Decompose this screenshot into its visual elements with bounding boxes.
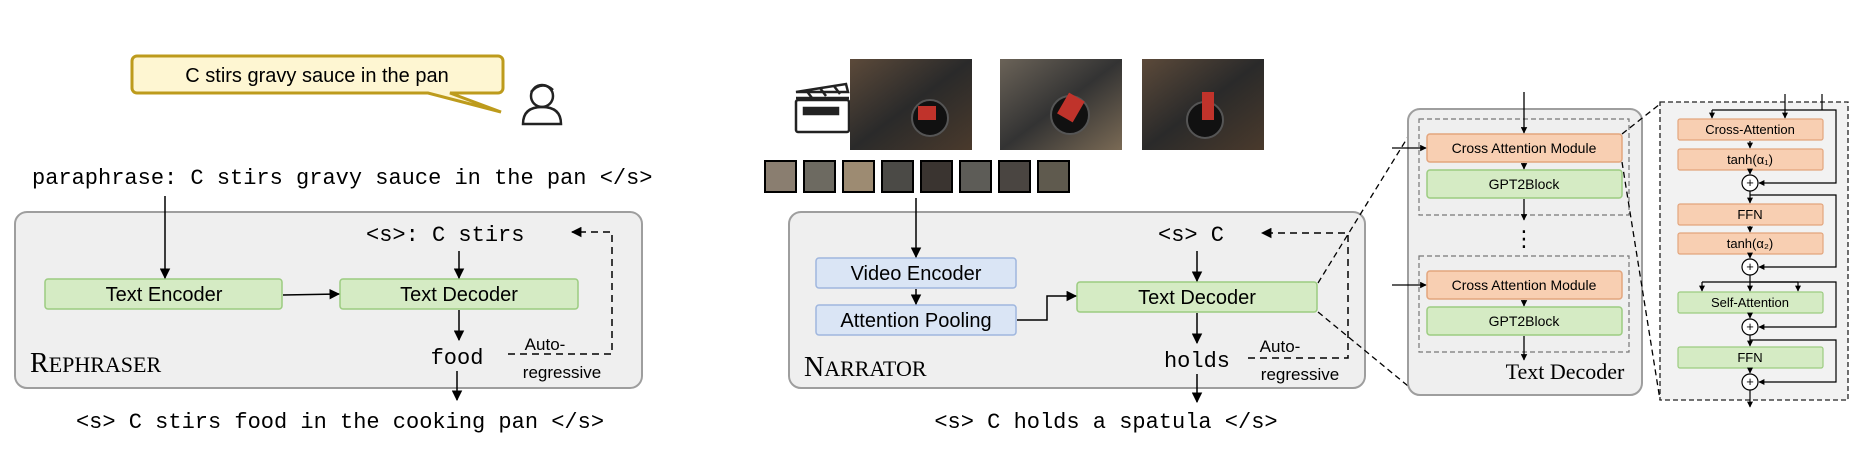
ffn-block-label: FFN (1737, 350, 1762, 365)
gated-cross-attention-label: Cross-Attention (1705, 122, 1795, 137)
frame-thumbnail (764, 160, 797, 193)
gpt2block-bottom (1426, 306, 1623, 336)
rephraser-title: REPHRASER (30, 348, 161, 379)
frame-thumbnail (803, 160, 836, 193)
frame-thumbnail (959, 160, 992, 193)
narrator-title: NARRATOR (804, 352, 927, 383)
frame-thumbnail (1037, 160, 1070, 193)
narrator-title-rest: ARRATOR (824, 356, 927, 381)
cross-attention-module-bottom (1426, 270, 1623, 300)
text-decoder-caption: Text Decoder (1506, 359, 1625, 384)
rephraser-decoder-input: <s>: C stirs (366, 223, 524, 248)
cross-attention-module-top-label: Cross Attention Module (1452, 140, 1597, 156)
gpt2block-top (1426, 169, 1623, 199)
zoom-lines-cross-attention (1621, 103, 1661, 401)
add-symbol: + (1746, 175, 1754, 190)
rephraser-input: paraphrase: C stirs gravy sauce in the p… (32, 166, 653, 191)
tanh-alpha1-label: tanh(α₁) (1727, 152, 1773, 167)
person-icon (521, 83, 563, 126)
gated-ffn-label: FFN (1737, 207, 1762, 222)
narrator-autoregressive-line2: regressive (1261, 365, 1339, 384)
add-symbol: + (1746, 374, 1754, 389)
self-attention-label: Self-Attention (1711, 295, 1789, 310)
narrator-token: holds (1164, 349, 1230, 374)
cross-attention-module-top (1426, 133, 1623, 163)
zoom-lines-decoder (1317, 118, 1420, 396)
rephraser-token: food (431, 346, 484, 371)
video-encoder-label: Video Encoder (851, 263, 982, 285)
rephraser-autoregressive-line1: Auto- (525, 335, 566, 354)
add-symbol: + (1746, 319, 1754, 334)
gpt2block-top-label: GPT2Block (1489, 176, 1561, 192)
gated-ffn (1677, 203, 1824, 226)
speech-bubble: C stirs gravy sauce in the pan (130, 54, 505, 114)
frame-thumbnail (842, 160, 875, 193)
tanh-alpha2-label: tanh(α₂) (1727, 236, 1774, 251)
narrator-output: <s> C holds a spatula </s> (934, 410, 1277, 435)
text-decoder-detail-arrows (1392, 92, 1528, 361)
rephraser-title-rest: EPHRASER (49, 352, 162, 377)
gated-block-arrows (1699, 94, 1837, 408)
rephraser-arrows (159, 196, 613, 402)
narrator-text-decoder-label: Text Decoder (1138, 287, 1256, 309)
sum-nodes (1741, 174, 1759, 391)
narrator-decoder-input: <s> C (1158, 223, 1224, 248)
gpt2block-bottom-label: GPT2Block (1489, 313, 1561, 329)
rephraser-title-initial: R (30, 348, 49, 379)
rephraser-text-encoder-label: Text Encoder (106, 284, 223, 306)
speech-text: C stirs gravy sauce in the pan (185, 65, 448, 87)
frame-thumbnail (998, 160, 1031, 193)
narrator-title-initial: N (804, 352, 824, 383)
narrator-autoregressive-line1: Auto- (1260, 337, 1301, 356)
narrator-arrows (910, 198, 1349, 404)
speech-bubble-shape (130, 54, 505, 114)
rephraser-autoregressive-line2: regressive (523, 363, 601, 382)
keyframe-1 (850, 59, 972, 150)
frame-thumbnail (881, 160, 914, 193)
decoder-layers-ellipsis: ⋮ (1513, 226, 1535, 251)
rephraser-text-decoder-label: Text Decoder (400, 284, 518, 306)
cross-attention-module-bottom-label: Cross Attention Module (1452, 277, 1597, 293)
attention-pooling-label: Attention Pooling (840, 310, 991, 332)
frame-thumbnail (920, 160, 953, 193)
keyframe-images (850, 59, 1264, 150)
rephraser-panel (14, 211, 643, 389)
clapperboard-icon (794, 82, 851, 134)
frame-strip (764, 160, 1070, 193)
add-symbol: + (1746, 259, 1754, 274)
rephraser-output: <s> C stirs food in the cooking pan </s> (76, 410, 604, 435)
gated-cross-attention (1677, 118, 1824, 141)
